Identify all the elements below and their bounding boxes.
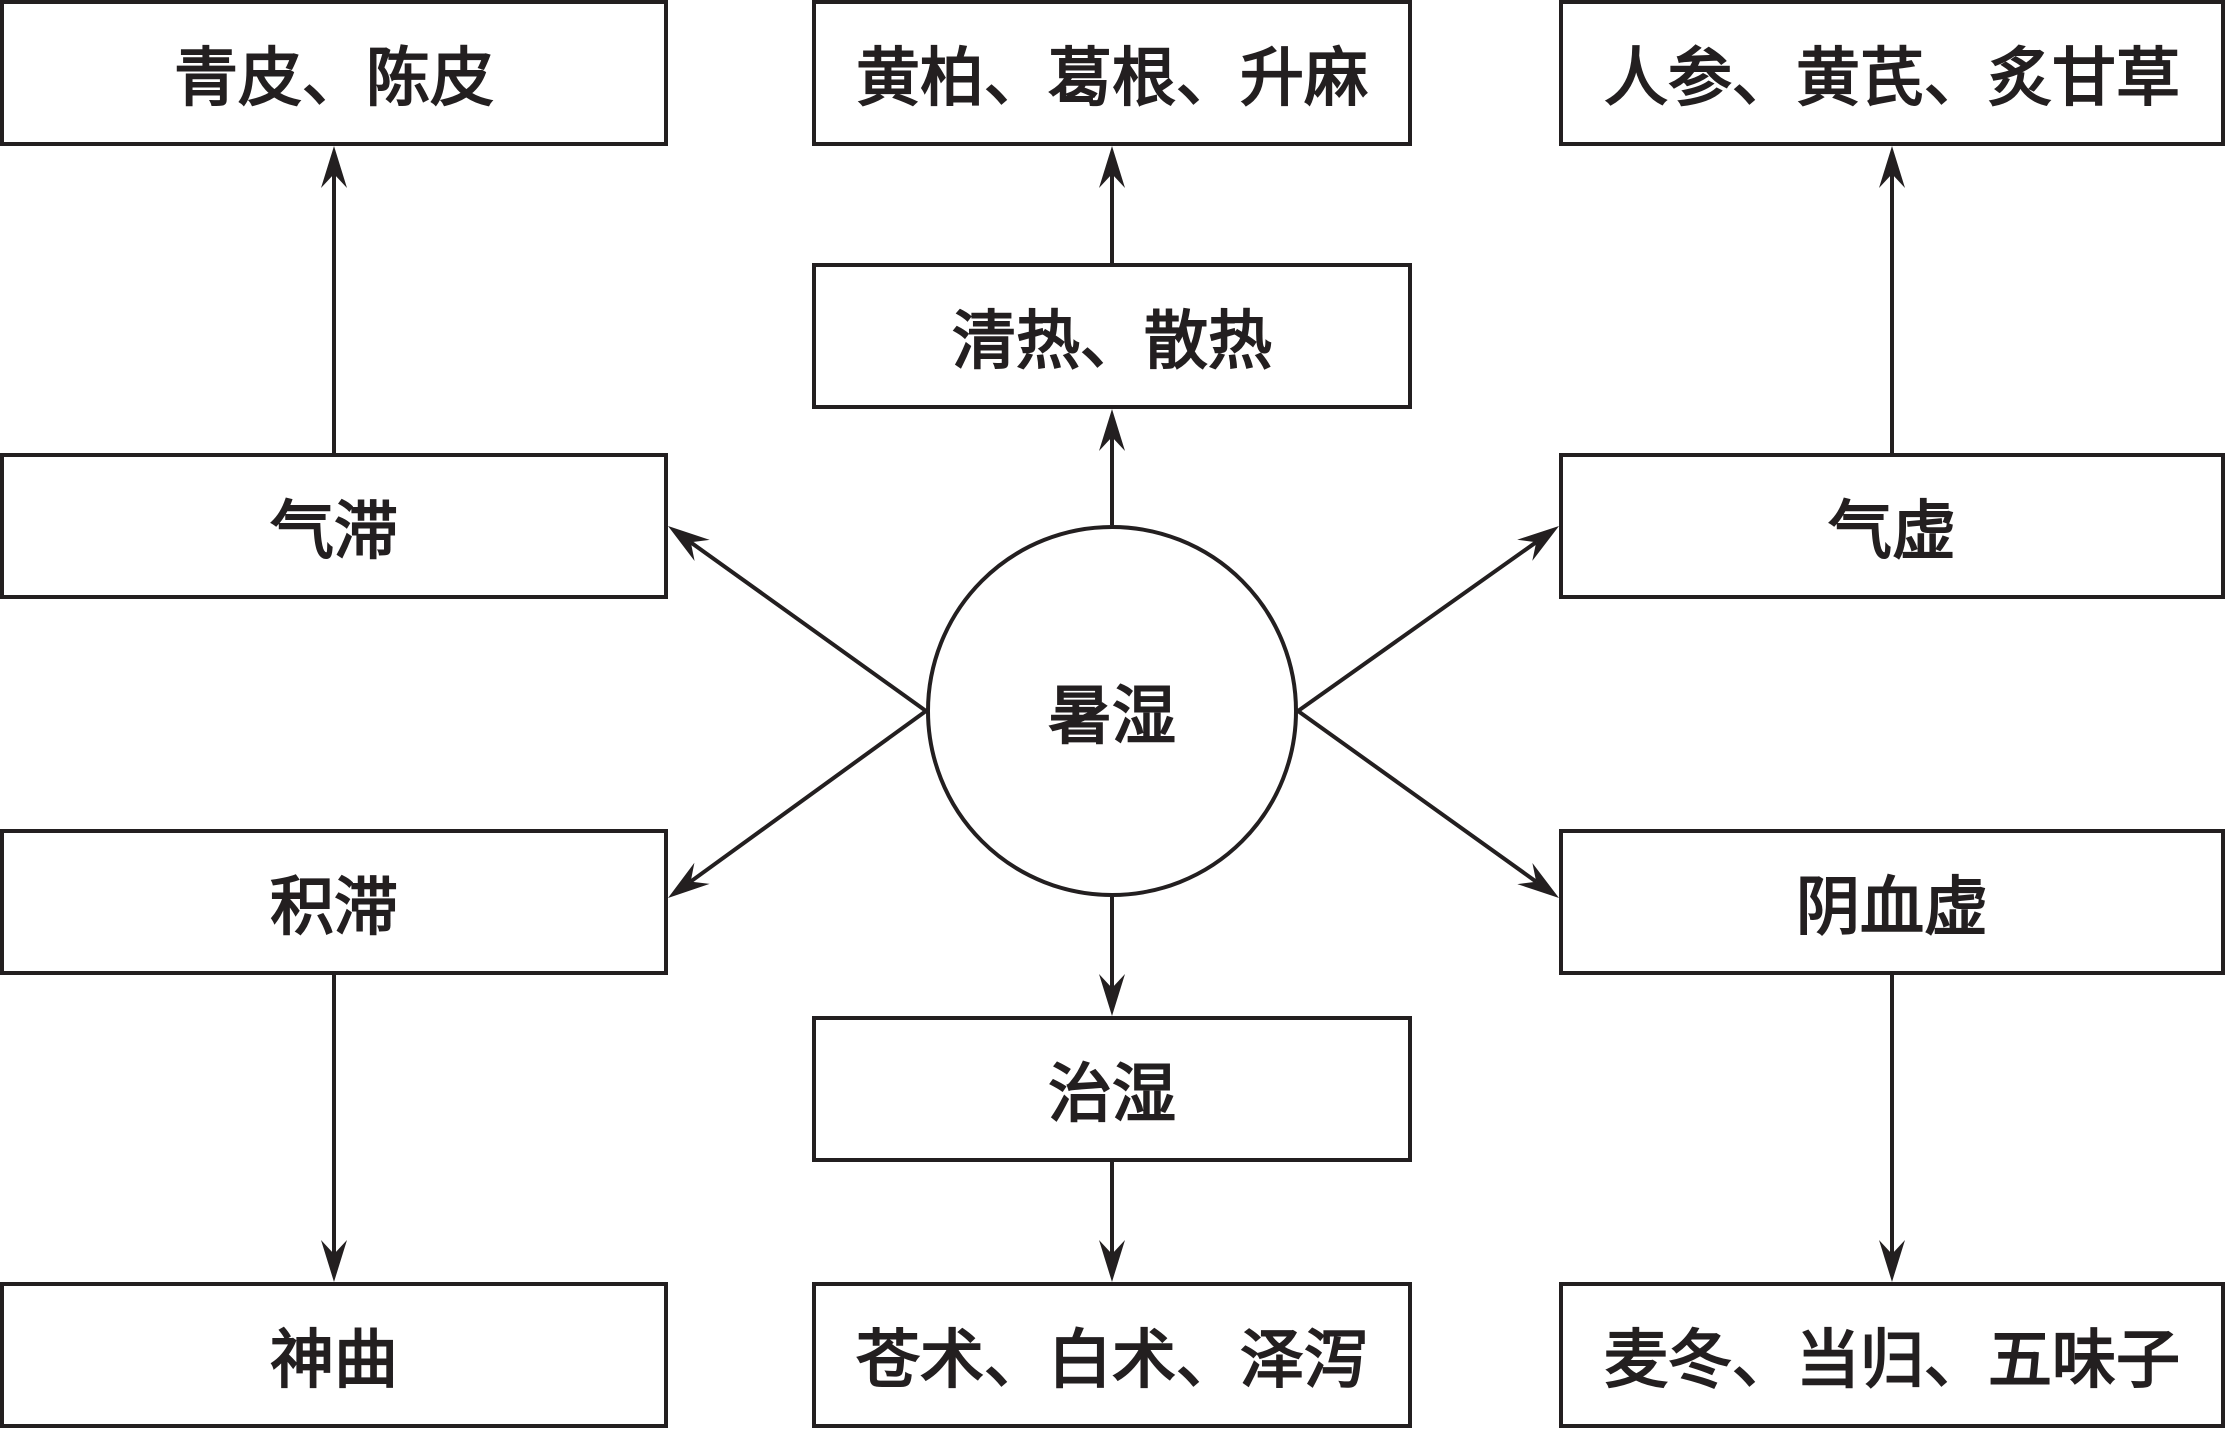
node-label: 治湿: [1048, 1057, 1176, 1132]
arrowhead-icon: [1099, 974, 1125, 1016]
node-label: 气虚: [1828, 494, 1956, 569]
node-label: 麦冬、当归、五味子: [1604, 1323, 2180, 1398]
arrow-center-to-zhishi: [1099, 897, 1125, 1016]
arrow-center-to-qixu: [1296, 526, 1559, 713]
center-node-shushi: 暑湿: [926, 525, 1298, 897]
node-label: 阴血虚: [1796, 870, 1988, 945]
node-label: 气滞: [270, 494, 398, 569]
arrow-yinxuexu-to-maidong: [1879, 975, 1905, 1282]
node-qixu: 气虚: [1559, 453, 2225, 599]
node-label: 黄柏、葛根、升麻: [856, 41, 1368, 116]
node-qingre-sanre: 清热、散热: [812, 263, 1412, 409]
node-yinxuexu: 阴血虚: [1559, 829, 2225, 975]
node-label: 神曲: [270, 1323, 398, 1398]
node-herbs-cangzhu-baizhu-zexie: 苍术、白术、泽泻: [812, 1282, 1412, 1428]
node-label: 人参、黄芪、炙甘草: [1604, 41, 2180, 116]
node-label: 青皮、陈皮: [174, 41, 494, 116]
center-label: 暑湿: [1048, 679, 1176, 754]
arrowhead-icon: [321, 1240, 347, 1282]
arrowhead-icon: [668, 862, 710, 898]
connector-line: [1296, 540, 1538, 713]
arrowhead-icon: [1099, 409, 1125, 451]
node-herbs-maidong-danggui-wuweizi: 麦冬、当归、五味子: [1559, 1282, 2225, 1428]
node-zhishi: 治湿: [812, 1016, 1412, 1162]
arrow-jizhi-to-shenqu: [321, 975, 347, 1282]
arrow-qixu-to-renshen: [1879, 146, 1905, 453]
arrowhead-icon: [1517, 863, 1559, 898]
arrowhead-icon: [321, 146, 347, 188]
node-label: 苍术、白术、泽泻: [856, 1323, 1368, 1398]
arrowhead-icon: [1879, 146, 1905, 188]
arrow-qingre-to-huangbai: [1099, 146, 1125, 263]
node-qizhi: 气滞: [0, 453, 668, 599]
arrow-center-to-jizhi: [668, 709, 928, 898]
arrow-center-to-qizhi: [668, 526, 928, 713]
node-herbs-huangbai-gegen-shengma: 黄柏、葛根、升麻: [812, 0, 1412, 146]
node-herbs-renshen-huangqi-zhigancao: 人参、黄芪、炙甘草: [1559, 0, 2225, 146]
connector-line: [1296, 709, 1538, 884]
node-jizhi: 积滞: [0, 829, 668, 975]
arrow-center-to-yinxuexu: [1296, 709, 1559, 898]
arrowhead-icon: [1517, 526, 1559, 561]
arrow-qizhi-to-qingpi: [321, 146, 347, 453]
node-herbs-qingpi-chenpi: 青皮、陈皮: [0, 0, 668, 146]
arrowhead-icon: [668, 526, 710, 561]
node-herbs-shenqu: 神曲: [0, 1282, 668, 1428]
arrowhead-icon: [1879, 1240, 1905, 1282]
node-label: 积滞: [270, 870, 398, 945]
arrow-zhishi-to-cangzhu: [1099, 1162, 1125, 1282]
connector-line: [689, 540, 928, 713]
node-label: 清热、散热: [952, 304, 1272, 379]
arrow-center-to-qingre: [1099, 409, 1125, 525]
connector-line: [689, 709, 928, 884]
arrowhead-icon: [1099, 1240, 1125, 1282]
arrowhead-icon: [1099, 146, 1125, 188]
